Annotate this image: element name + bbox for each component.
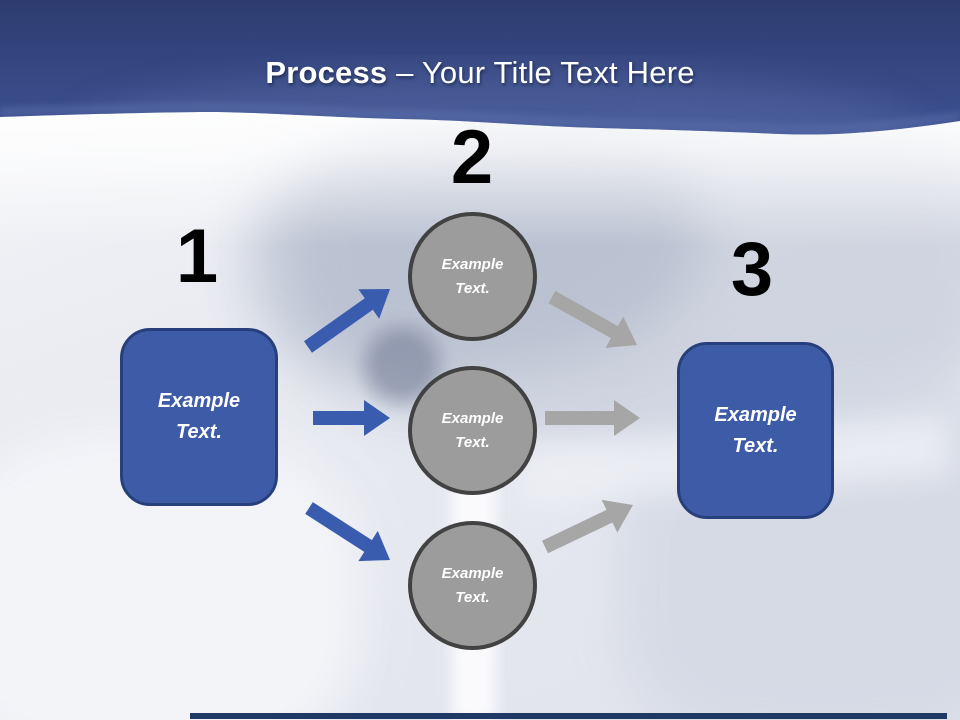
step3-box: Example Text. — [677, 342, 834, 519]
bottom-accent-bar — [190, 713, 947, 719]
circle-bottom-label: Example Text. — [441, 564, 504, 606]
arrow-blue-down-icon — [305, 502, 390, 562]
step3-box-label: Example Text. — [714, 403, 797, 457]
header-glow — [70, 68, 930, 135]
title-keyword: Process — [265, 55, 388, 90]
arrow-gray-right-icon — [545, 400, 640, 436]
circle-top-label: Example Text. — [441, 255, 504, 297]
slide-title: Process – Your Title Text Here — [0, 55, 960, 91]
step2-circle-top: Example Text. — [408, 212, 537, 341]
step1-box-label: Example Text. — [157, 390, 241, 443]
header-wave — [0, 0, 960, 135]
arrow-gray-up-icon — [542, 499, 633, 554]
step-number-2: 2 — [450, 115, 494, 200]
header-wave-highlight — [0, 101, 960, 135]
arrow-blue-up-icon — [304, 289, 390, 353]
step-number-1: 1 — [175, 214, 219, 299]
circle-middle-label: Example Text. — [441, 409, 504, 451]
step1-box: Example Text. — [120, 328, 278, 506]
arrow-gray-down-icon — [548, 290, 637, 348]
title-rest: – Your Title Text Here — [387, 55, 695, 90]
step2-circle-bottom: Example Text. — [408, 521, 537, 650]
arrow-blue-right-icon — [313, 400, 390, 436]
step-number-3: 3 — [730, 227, 774, 312]
step2-circle-middle: Example Text. — [408, 366, 537, 495]
